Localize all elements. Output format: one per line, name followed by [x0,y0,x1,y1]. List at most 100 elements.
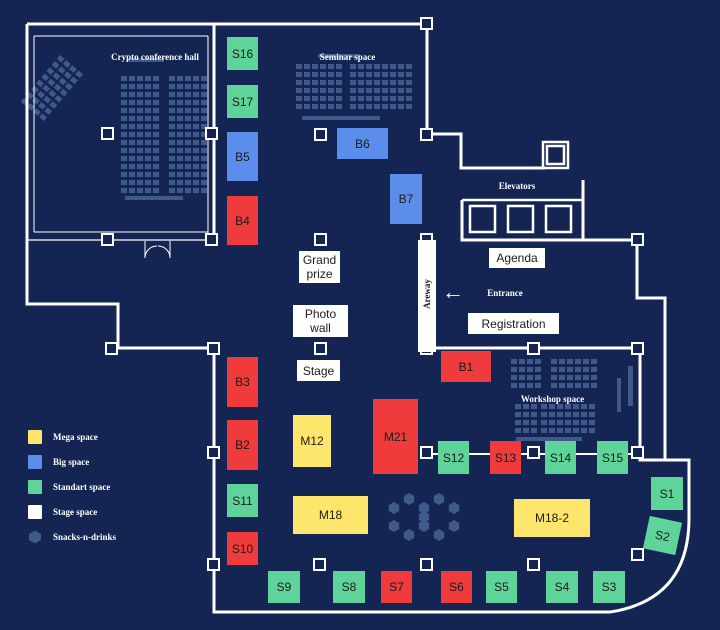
seat [145,132,151,137]
snack-hexagon-icon [403,529,415,541]
booth-b1[interactable]: B1 [441,351,491,382]
seat [382,104,388,109]
seat [201,180,207,185]
booth-s11[interactable]: S11 [227,484,258,517]
snack-hexagon-icon [433,493,445,505]
seat [121,108,127,113]
column [207,342,220,355]
seat [137,84,143,89]
seminar-label: Seminar space [319,52,376,62]
booth-b3[interactable]: B3 [227,357,258,407]
seat [583,375,589,380]
seat [406,80,412,85]
booth-s5[interactable]: S5 [486,571,517,603]
seat [565,420,571,425]
seat [193,116,199,121]
seat [185,180,191,185]
seat [328,80,334,85]
seat [201,148,207,153]
seat [531,428,537,433]
column [631,548,644,561]
areway-corridor [418,240,436,352]
column [101,127,114,140]
booth-b6[interactable]: B6 [337,128,388,159]
seat [193,140,199,145]
booth-s4[interactable]: S4 [546,571,578,603]
booth-m18-2[interactable]: M18-2 [514,499,590,537]
seat [350,80,356,85]
big-swatch-icon [28,455,42,469]
seat [185,76,191,81]
seat [398,88,404,93]
booth-s15[interactable]: S15 [597,441,628,474]
registration-desk[interactable]: Registration [468,313,559,334]
seat [559,367,565,372]
booth-m21[interactable]: M21 [373,399,418,474]
seat [406,104,412,109]
booth-m12[interactable]: M12 [293,415,331,467]
column [631,233,644,246]
seat [336,96,342,101]
seat [121,116,127,121]
seat [551,367,557,372]
seat [137,92,143,97]
seat [575,367,581,372]
seat [169,156,175,161]
seat [390,72,396,77]
seat [153,164,159,169]
seat [573,412,579,417]
booth-b7[interactable]: B7 [390,174,422,224]
booth-s12[interactable]: S12 [438,441,469,474]
seat [296,96,302,101]
seat [121,132,127,137]
seat [153,172,159,177]
seat [169,148,175,153]
entrance-label[interactable]: Entrance [487,288,523,298]
seat [169,132,175,137]
booth-s10[interactable]: S10 [227,532,258,565]
photo-wall-stage[interactable]: Photo wall [293,305,348,337]
grand-prize-stage[interactable]: Grand prize [299,251,340,283]
booth-s9[interactable]: S9 [268,571,300,603]
booth-s14[interactable]: S14 [545,441,576,474]
booth-s1[interactable]: S1 [651,477,683,510]
booth-s17[interactable]: S17 [227,85,258,118]
booth-s2[interactable]: S2 [642,515,683,556]
booth-b4[interactable]: B4 [227,196,258,245]
seat [551,359,557,364]
agenda-stage[interactable]: Agenda [489,248,545,268]
booth-m18[interactable]: M18 [293,496,368,534]
seat [575,383,581,388]
seat [193,100,199,105]
seat [551,383,557,388]
seat [328,104,334,109]
elevators [462,140,583,234]
seat [519,359,525,364]
standard-swatch-icon [28,480,42,494]
booth-s6[interactable]: S6 [441,571,472,603]
seat [137,100,143,105]
snack-hexagon-icon [448,520,460,532]
seat [382,96,388,101]
seat [193,124,199,129]
booth-b5[interactable]: B5 [227,132,258,181]
stage-bars [125,54,633,441]
seat [185,116,191,121]
booth-s3[interactable]: S3 [593,571,625,603]
seat [557,420,563,425]
seat [121,156,127,161]
booth-b2[interactable]: B2 [227,420,258,470]
seat [567,383,573,388]
seat [145,140,151,145]
seat [350,104,356,109]
booth-s13[interactable]: S13 [490,441,521,474]
booth-s7[interactable]: S7 [381,571,412,603]
seat [390,96,396,101]
booth-s8[interactable]: S8 [333,571,365,603]
seat [398,72,404,77]
seat [129,108,135,113]
booth-s16[interactable]: S16 [227,37,258,70]
seat [312,72,318,77]
main-stage[interactable]: Stage [297,360,340,381]
